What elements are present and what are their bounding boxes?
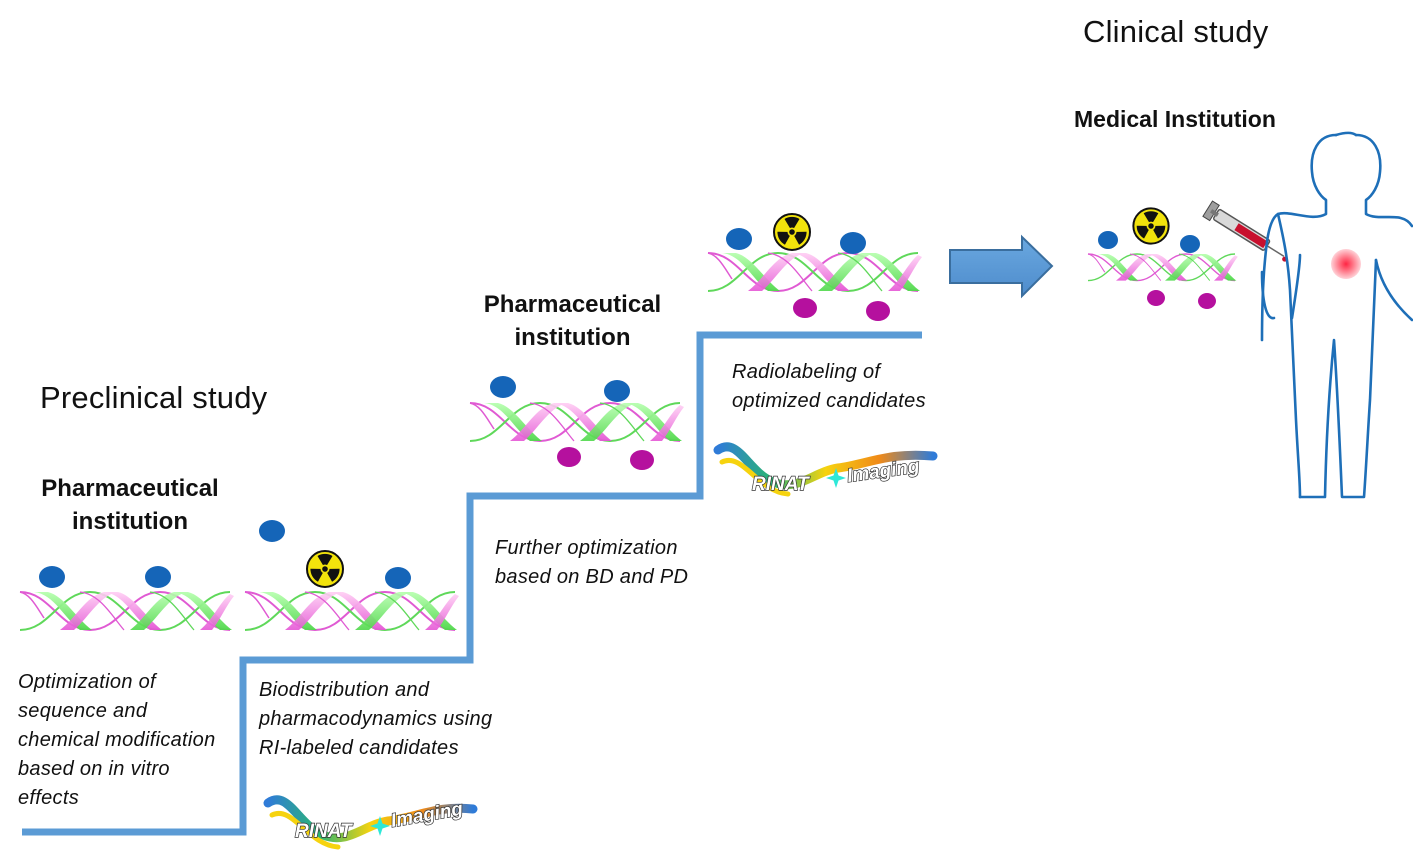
step1-description: Optimization of sequence and chemical mo…	[18, 671, 216, 809]
radiation-icon	[306, 550, 344, 588]
right-arrow-icon	[949, 234, 1054, 299]
blue-dot	[1098, 231, 1118, 249]
blue-dot	[1180, 235, 1200, 253]
blue-dot	[145, 566, 171, 588]
blue-dot	[490, 376, 516, 398]
step4-description: Radiolabeling of optimized candidates	[732, 361, 926, 412]
purple-dot	[1198, 293, 1216, 309]
star-icon	[826, 468, 846, 488]
radiation-icon	[1132, 207, 1170, 245]
staircase-path	[22, 331, 922, 836]
logo-text-left: RINAT	[295, 821, 353, 842]
human-body-icon	[1260, 131, 1413, 499]
dna-helix-icon	[244, 591, 460, 631]
syringe-icon	[1202, 200, 1288, 262]
blue-dot	[604, 380, 630, 402]
tumor-target-icon	[1331, 249, 1361, 279]
blue-dot	[726, 228, 752, 250]
logo-text-left: RINAT	[752, 474, 810, 495]
star-icon	[370, 816, 390, 836]
blue-dot	[840, 232, 866, 254]
purple-dot	[1147, 290, 1165, 306]
purple-dot	[866, 301, 890, 321]
dna-helix-icon	[1087, 253, 1239, 282]
rinat-imaging-logo	[263, 795, 478, 850]
blue-dot	[259, 520, 285, 542]
purple-dot	[557, 447, 581, 467]
purple-dot	[793, 298, 817, 318]
step2-description: Biodistribution and pharmacodynamics usi…	[259, 679, 493, 759]
clinical-title: Clinical study	[1083, 14, 1269, 49]
pharma-institution-label: Pharmaceutical institution	[483, 291, 662, 351]
blue-dot	[39, 566, 65, 588]
preclinical-title: Preclinical study	[40, 380, 268, 415]
rinat-imaging-logo	[713, 442, 938, 497]
blue-dot	[385, 567, 411, 589]
medical-institution-label: Medical Institution	[1074, 106, 1276, 132]
dna-helix-icon	[19, 591, 235, 631]
step3-description: Further optimization based on BD and PD	[495, 537, 689, 588]
logo-text-right: Imaging	[389, 799, 465, 832]
dna-helix-icon	[707, 252, 923, 292]
radiation-icon	[773, 213, 811, 251]
dna-helix-icon	[469, 402, 685, 442]
purple-dot	[630, 450, 654, 470]
preclinical-institution-label: Pharmaceutical institution	[41, 475, 219, 535]
